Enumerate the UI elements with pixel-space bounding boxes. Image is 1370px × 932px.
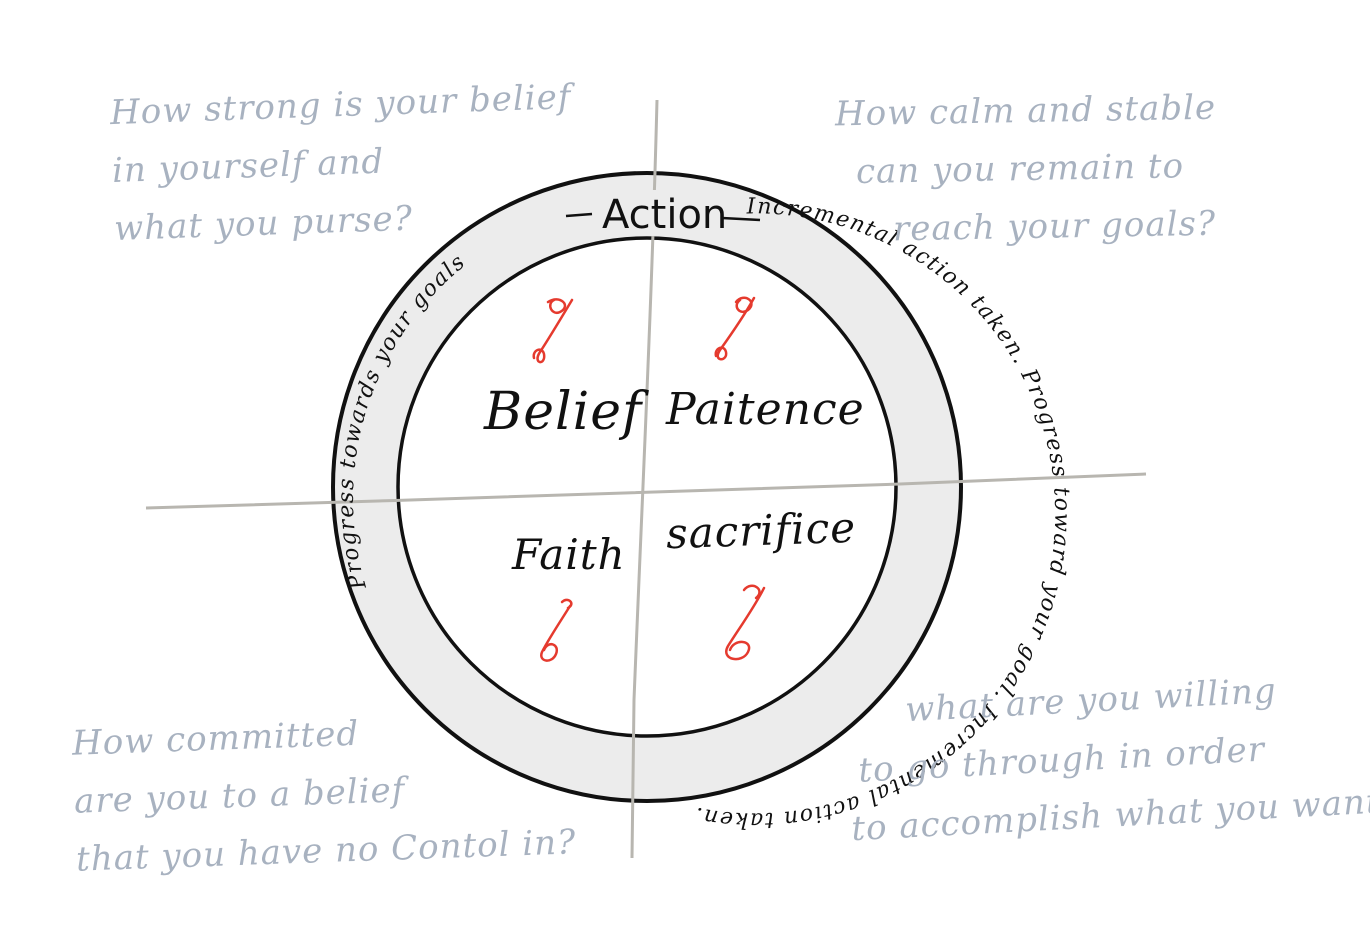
red-mark-sacrifice [725, 584, 766, 661]
action-label-bg [558, 190, 738, 236]
question-line: can you remain to [855, 146, 1185, 192]
quadrant-paitence: Paitence [666, 384, 865, 435]
action-dash-right [721, 216, 761, 222]
question-bottom-right: what are you willing to go through in or… [844, 656, 1370, 858]
vertical-axis [630, 99, 659, 859]
horizontal-axis [145, 472, 1147, 510]
red-mark-paitence [714, 296, 756, 361]
quadrant-faith: Faith [512, 530, 626, 579]
question-top-right: How calm and stable can you remain to re… [835, 79, 1219, 260]
action-dash-left [565, 212, 593, 218]
question-line: reach your goals? [892, 203, 1217, 250]
question-top-left: How strong is your belief in yourself an… [109, 68, 576, 258]
red-mark-belief [532, 298, 574, 364]
quadrant-belief: Belief [484, 382, 643, 442]
red-mark-faith [540, 598, 573, 662]
quadrant-sacrifice: sacrifice [665, 502, 857, 559]
inner-circle [396, 236, 898, 738]
question-bottom-left: How committed are you to a belief that y… [71, 697, 577, 888]
question-line: How calm and stable [834, 87, 1217, 135]
action-label: Action [602, 192, 727, 238]
